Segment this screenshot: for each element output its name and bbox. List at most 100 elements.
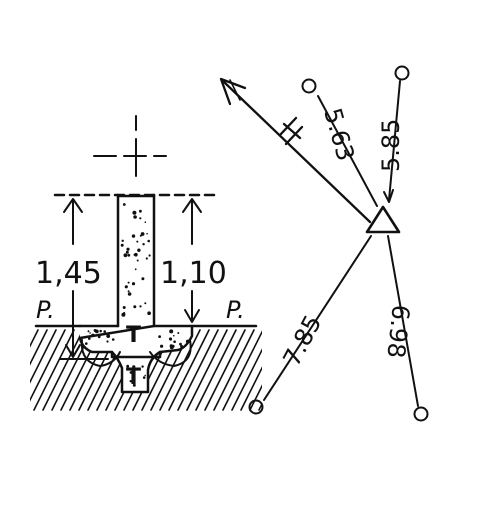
speckle-dot — [139, 217, 142, 220]
speckle-dot — [126, 364, 130, 368]
speckle-dot — [142, 376, 146, 379]
right-dimension-arrow — [182, 198, 202, 323]
speckle-dot — [133, 253, 136, 256]
triangulation-plan: 5.63 5.85 7.85 6.98 — [219, 65, 429, 422]
speckle-dot — [127, 253, 131, 257]
speckle-dot — [177, 332, 180, 334]
speckle-dot — [127, 290, 130, 293]
ray-lower-left — [263, 235, 372, 401]
footing-section: T T 1,45 1,10 P. P. — [0, 115, 262, 411]
north-arrow — [219, 77, 372, 224]
speckle-dot — [120, 243, 124, 247]
concrete-speckle — [85, 203, 190, 387]
speckle-dot — [137, 248, 141, 252]
hatch-stroke — [186, 329, 228, 411]
hatch-stroke — [30, 329, 48, 411]
speckle-dot — [99, 330, 102, 333]
speckle-dot — [144, 302, 147, 305]
hatch-stroke — [0, 330, 20, 410]
station-triangle — [365, 205, 401, 234]
speckle-dot — [140, 232, 145, 236]
hatch-stroke — [42, 329, 84, 411]
speckle-dot — [145, 257, 148, 260]
speckle-dot — [132, 365, 136, 369]
left-dimension-arrow — [59, 198, 109, 360]
speckle-dot — [127, 292, 132, 296]
hatch-stroke — [150, 329, 192, 411]
speckle-dot — [160, 344, 164, 348]
speckle-dot — [88, 337, 91, 340]
speckle-dot — [132, 383, 136, 387]
speckle-dot — [141, 365, 144, 368]
speckle-dot — [144, 221, 147, 223]
speckle-dot — [147, 239, 150, 243]
hatch-stroke — [168, 329, 210, 411]
point-lower-right — [413, 406, 429, 422]
dimension-left-label: 1,45 — [35, 256, 102, 291]
distance-upper-left: 5.63 — [318, 105, 360, 164]
speckle-dot — [124, 285, 128, 289]
speckle-dot — [144, 374, 146, 377]
speckle-dot — [148, 254, 151, 257]
speckle-dot — [93, 329, 97, 332]
speckle-dot — [134, 268, 137, 271]
speckle-dot — [122, 306, 126, 309]
speckle-dot — [136, 259, 139, 262]
speckle-dot — [146, 232, 148, 235]
speckle-dot — [122, 203, 126, 206]
ground-hatching — [0, 329, 262, 411]
hatch-stroke — [177, 329, 219, 411]
speckle-dot — [141, 277, 145, 281]
foundation-mark-bottom: T — [126, 365, 141, 390]
hatch-stroke — [204, 329, 246, 411]
speckle-dot — [87, 330, 90, 333]
hatch-stroke — [213, 329, 255, 411]
speckle-dot — [97, 335, 101, 339]
hatch-stroke — [0, 330, 29, 410]
speckle-dot — [129, 371, 133, 374]
speckle-dot — [131, 234, 136, 238]
speckle-dot — [125, 250, 129, 254]
survey-points — [248, 65, 429, 422]
speckle-dot — [180, 345, 184, 348]
speckle-dot — [133, 215, 137, 219]
hatch-stroke — [30, 329, 39, 411]
speckle-dot — [133, 305, 137, 309]
center-cross-mark — [93, 115, 167, 177]
speckle-dot — [91, 333, 95, 337]
speckle-dot — [123, 253, 128, 258]
speckle-dot — [179, 342, 182, 346]
speckle-dot — [142, 243, 145, 246]
speckle-dot — [89, 332, 91, 334]
speckle-dot — [132, 210, 137, 215]
hatch-stroke — [222, 329, 262, 411]
speckle-dot — [111, 338, 115, 341]
speckle-dot — [173, 340, 176, 344]
speckle-dot — [136, 240, 139, 243]
speckle-dot — [103, 330, 106, 333]
speckle-dot — [169, 329, 174, 334]
speckle-dot — [139, 305, 142, 308]
distance-lower-right: 6.98 — [381, 303, 414, 359]
hatch-stroke — [33, 329, 75, 411]
hatch-stroke — [240, 329, 262, 411]
point-lower-left — [248, 399, 264, 415]
speckle-dot — [123, 312, 126, 315]
distance-lower-left: 7.85 — [278, 310, 328, 370]
point-upper-left — [301, 78, 317, 94]
column-shaft — [116, 193, 156, 328]
speckle-dot — [186, 340, 189, 343]
level-mark-left: P. — [36, 296, 55, 324]
speckle-dot — [106, 340, 109, 343]
speckle-dot — [127, 281, 130, 284]
footing-outline — [78, 324, 194, 394]
speckle-dot — [131, 282, 136, 286]
ray-upper-left — [317, 95, 378, 207]
hatch-stroke — [78, 329, 120, 411]
hatch-stroke — [69, 329, 111, 411]
speckle-dot — [139, 209, 142, 213]
ray-lower-right — [387, 235, 419, 407]
speckle-dot — [173, 334, 175, 337]
